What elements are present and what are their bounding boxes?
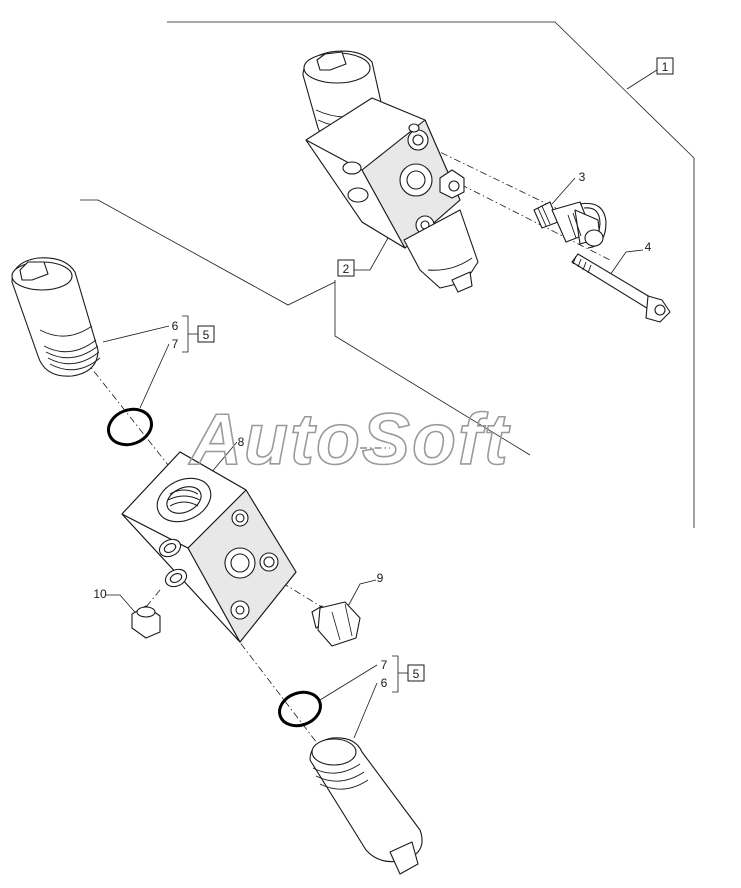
upper-valve-assembly (302, 50, 479, 293)
callout-10: 10 (93, 587, 107, 601)
callout-9: 9 (377, 571, 384, 585)
watermark-text: AutoSoft (188, 400, 511, 480)
callout-box-1 (656, 57, 674, 75)
plug-part-9 (311, 601, 361, 647)
callout-4: 4 (645, 240, 652, 254)
callout-5-lower: 5 (413, 667, 420, 681)
callout-8: 8 (238, 435, 245, 449)
callout-2: 2 (343, 262, 350, 276)
callout-box-5-upper (197, 325, 215, 343)
assembly-centerlines (84, 139, 611, 761)
fitting-part-3 (533, 201, 607, 249)
callout-6-lower: 6 (381, 676, 388, 690)
upper-o-ring-part-7 (107, 407, 153, 447)
callout-6-upper: 6 (172, 319, 179, 333)
long-bolt-part-4 (571, 253, 671, 323)
upper-cartridge-part-6 (11, 257, 101, 377)
small-plug-part-10 (131, 605, 161, 639)
callout-5-upper: 5 (203, 328, 210, 342)
callout-7-upper: 7 (172, 337, 179, 351)
leader-lines (80, 21, 695, 739)
lower-cartridge-part-6 (309, 737, 423, 875)
callout-box-2 (337, 259, 355, 277)
lower-o-ring-part-7 (278, 690, 322, 728)
callout-box-5-lower (407, 664, 425, 682)
manifold-block-part-8 (121, 451, 297, 643)
callouts: 1 2 3 4 6 7 5 8 9 10 7 6 5 (93, 57, 674, 690)
callout-7-lower: 7 (381, 658, 388, 672)
callout-1: 1 (662, 60, 669, 74)
callout-3: 3 (579, 170, 586, 184)
